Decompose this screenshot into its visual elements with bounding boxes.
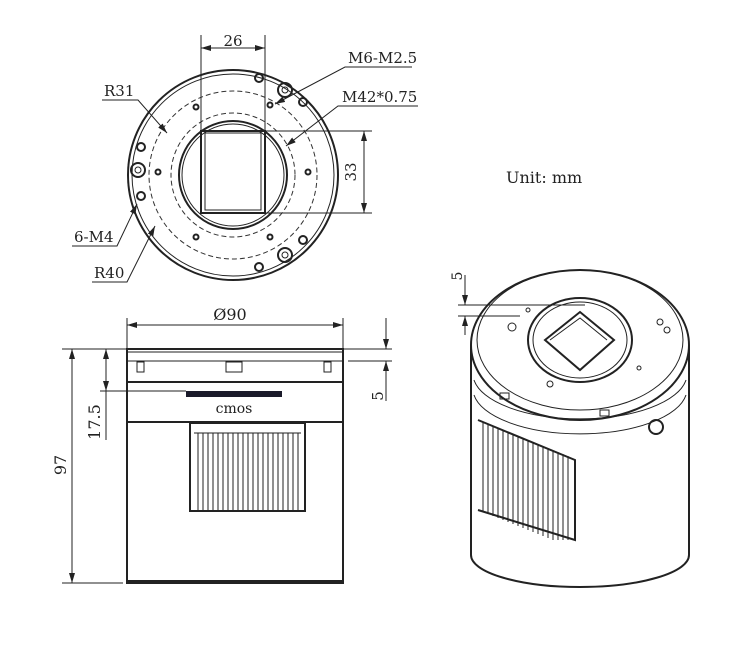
dim-flange: 5 xyxy=(369,391,387,401)
label-r40: R40 xyxy=(94,264,124,282)
label-r31: R31 xyxy=(104,82,134,100)
label-m42: M42*0.75 xyxy=(342,88,417,106)
top-view: 26 33 M6-M2.5 M42*0.75 R31 6-M4 R40 xyxy=(72,32,418,283)
cmos-label: cmos xyxy=(216,401,253,417)
unit-label: Unit: mm xyxy=(506,168,582,187)
iso-view: 5 xyxy=(450,269,690,588)
dim-height: 97 xyxy=(51,455,70,475)
dim-33: 33 xyxy=(342,162,360,181)
mount-holes xyxy=(130,73,312,272)
iso-fins xyxy=(477,419,576,542)
dim-sensor-depth: 17.5 xyxy=(85,404,104,440)
dim-diameter: Ø90 xyxy=(213,305,246,324)
label-m6: M6-M2.5 xyxy=(348,49,417,67)
heatsink-fins xyxy=(189,422,306,512)
side-view: cmos Ø90 5 97 17.5 xyxy=(51,305,392,584)
label-6m4: 6-M4 xyxy=(74,228,114,246)
sensor-bar xyxy=(186,391,282,397)
dim-26: 26 xyxy=(223,32,242,50)
iso-dim-flange: 5 xyxy=(450,272,466,281)
